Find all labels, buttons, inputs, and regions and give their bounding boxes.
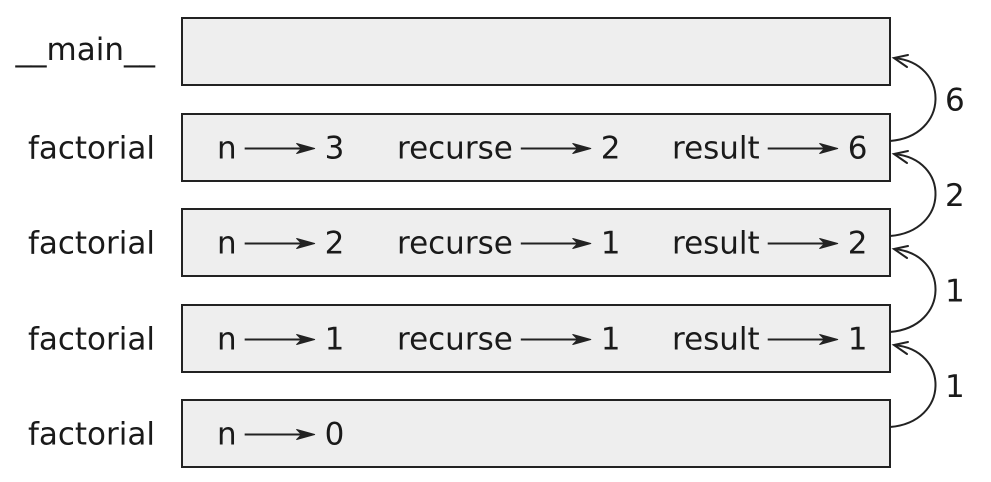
arrow-head-icon [891, 150, 909, 164]
variable-value: 2 [325, 226, 345, 262]
return-arrow: 1 [889, 245, 965, 333]
variable-name: recurse [397, 226, 513, 262]
variable-value: 2 [601, 131, 621, 167]
return-value-label: 6 [945, 83, 965, 119]
variable-name: recurse [397, 131, 513, 167]
frame-label: factorial [28, 322, 155, 358]
variable-name: n [217, 322, 237, 358]
arrow-head-icon [819, 143, 839, 154]
variable-value: 1 [601, 226, 621, 262]
return-value-label: 1 [945, 369, 965, 405]
arrow-head-icon [891, 341, 909, 355]
frame-label: factorial [28, 226, 155, 262]
variable-value: 3 [325, 131, 345, 167]
arrow-head-icon [891, 245, 909, 259]
return-curve [889, 57, 937, 142]
variable-binding: result 2 [672, 226, 867, 262]
return-value-label: 1 [945, 274, 965, 310]
variable-value: 1 [848, 322, 868, 358]
variable-name: result [672, 131, 760, 167]
frame-label: __main__ [15, 32, 156, 68]
variable-value: 1 [601, 322, 621, 358]
return-curve [889, 344, 937, 428]
variable-name: result [672, 226, 760, 262]
frame-label: factorial [28, 417, 155, 453]
return-value-label: 2 [945, 178, 965, 214]
variable-value: 0 [325, 417, 345, 453]
return-curve [889, 153, 937, 237]
arrow-head-icon [296, 238, 316, 249]
variable-binding: result 6 [672, 131, 867, 167]
arrow-head-icon [572, 334, 592, 345]
variable-name: n [217, 226, 237, 262]
variable-value: 1 [325, 322, 345, 358]
arrow-head-icon [572, 143, 592, 154]
variable-name: recurse [397, 322, 513, 358]
return-arrow: 6 [889, 54, 965, 142]
variable-value: 2 [848, 226, 868, 262]
arrow-head-icon [296, 334, 316, 345]
arrow-head-icon [296, 143, 316, 154]
variable-name: n [217, 417, 237, 453]
arrow-head-icon [819, 238, 839, 249]
variable-binding: recurse 1 [397, 322, 621, 358]
arrow-head-icon [819, 334, 839, 345]
variable-binding: result 1 [672, 322, 867, 358]
stack-frame: __main__ [15, 17, 891, 86]
arrow-head-icon [296, 429, 316, 440]
variable-binding: recurse 2 [397, 131, 621, 167]
variable-name: result [672, 322, 760, 358]
arrow-head-icon [891, 54, 909, 68]
variable-name: n [217, 131, 237, 167]
variable-binding: recurse 1 [397, 226, 621, 262]
frame-box [181, 17, 891, 86]
arrow-head-icon [572, 238, 592, 249]
return-arrow: 1 [889, 341, 965, 428]
return-arrow: 2 [889, 150, 965, 237]
frame-label: factorial [28, 131, 155, 167]
variable-value: 6 [848, 131, 868, 167]
return-curve [889, 248, 937, 333]
